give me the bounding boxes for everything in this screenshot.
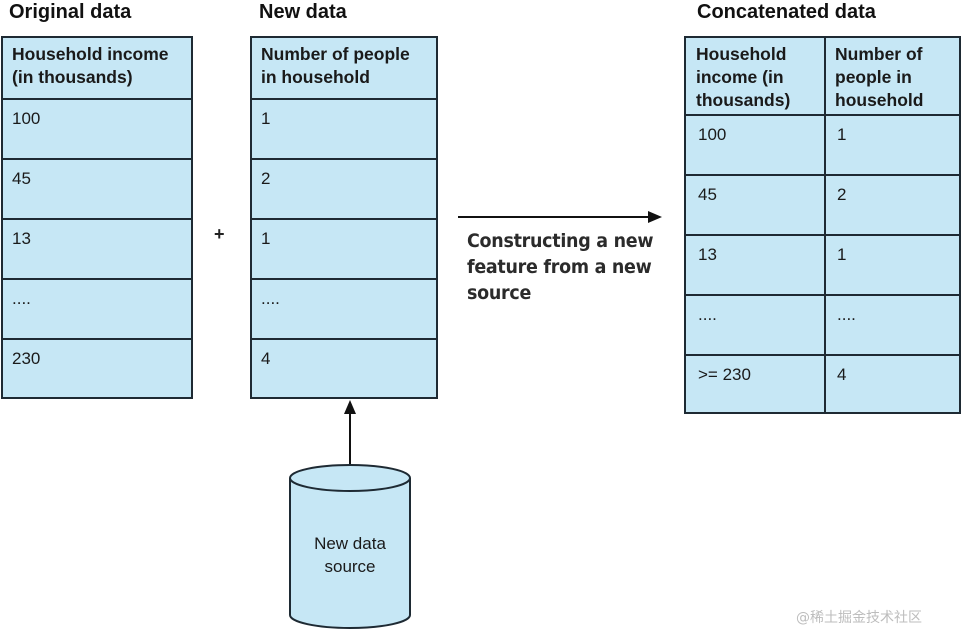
table-row: 13 [3, 220, 191, 280]
table-cell: 1 [826, 116, 959, 176]
table-row: 100 [3, 100, 191, 160]
table-cell: 100 [686, 116, 824, 176]
caption-line-1: Constructing a new [467, 230, 654, 252]
table-row: 45 [3, 160, 191, 220]
concat-header-income: Household income (in thousands) [686, 38, 824, 116]
database-cylinder-icon [289, 464, 411, 629]
concat-header-income-line-3: thousands) [696, 90, 791, 110]
data-source-line-2: source [324, 557, 376, 576]
table-cell: >= 230 [698, 365, 751, 384]
table-cell: 1 [826, 236, 959, 296]
table-row: 1 [252, 100, 436, 160]
table-cell: 45 [686, 176, 824, 236]
up-arrow-icon [344, 400, 356, 465]
new-header-line-1: Number of people [261, 44, 410, 64]
table-row: 4 [261, 349, 271, 368]
original-header-cell: Household income (in thousands) [3, 38, 191, 100]
original-data-table: Household income (in thousands) 100 45 1… [1, 36, 193, 399]
new-header-cell: Number of people in household [252, 38, 436, 100]
original-header-line-1: Household income [12, 44, 169, 64]
table-cell: .... [686, 296, 824, 356]
new-header-line-2: in household [261, 67, 370, 87]
concatenated-data-table: Household income (in thousands) Number o… [684, 36, 961, 414]
table-row: .... [252, 280, 436, 340]
new-data-table: Number of people in household 1 2 1 ....… [250, 36, 438, 399]
column-divider [824, 38, 826, 412]
plus-sign: + [214, 224, 225, 244]
concat-header-income-line-2: income (in [696, 67, 784, 87]
data-source-label: New data source [290, 532, 410, 578]
concat-header-people-line-3: household [835, 90, 924, 110]
right-arrow-icon [458, 211, 662, 223]
table-cell: 13 [686, 236, 824, 296]
caption-line-3: source [467, 282, 532, 304]
caption-line-2: feature from a new [467, 256, 652, 278]
table-row: 230 [12, 349, 41, 368]
table-row: .... [3, 280, 191, 340]
concat-header-people-line-1: Number of [835, 44, 923, 64]
table-row: 2 [252, 160, 436, 220]
arrow-caption: Constructing a new feature from a new so… [467, 228, 654, 306]
concatenated-data-title: Concatenated data [697, 1, 876, 23]
new-data-title: New data [259, 1, 347, 23]
concat-header-income-line-1: Household [696, 44, 787, 64]
data-source-line-1: New data [314, 534, 386, 553]
table-row: 1 [252, 220, 436, 280]
original-data-title: Original data [9, 1, 132, 23]
table-cell: 2 [826, 176, 959, 236]
table-cell: .... [826, 296, 959, 356]
watermark: @稀土掘金技术社区 [796, 610, 922, 626]
concat-header-people-line-2: people in [835, 67, 912, 87]
table-cell: 4 [837, 365, 847, 384]
original-header-line-2: (in thousands) [12, 67, 133, 87]
concat-header-people: Number of people in household [826, 38, 959, 116]
